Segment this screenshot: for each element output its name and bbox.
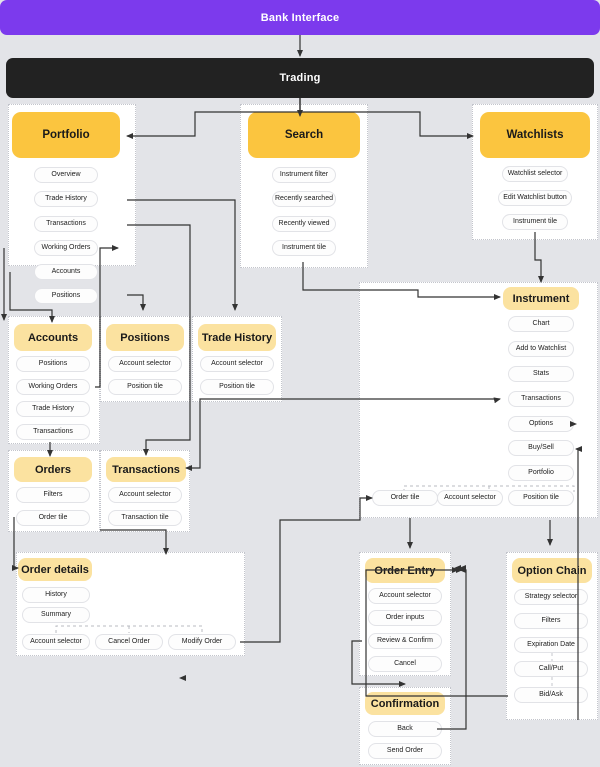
tile-order-details-account-selector[interactable]: Account selector bbox=[22, 634, 90, 650]
tile-transactions-account-selector[interactable]: Account selector bbox=[108, 487, 182, 503]
node-confirmation[interactable]: Confirmation bbox=[365, 692, 445, 715]
tile-instrument-stats[interactable]: Stats bbox=[508, 366, 574, 382]
node-orders[interactable]: Orders bbox=[14, 457, 92, 482]
tile-order-entry-cancel[interactable]: Cancel bbox=[368, 656, 442, 672]
node-accounts[interactable]: Accounts bbox=[14, 324, 92, 351]
tile-trade-history-position-tile[interactable]: Position tile bbox=[200, 379, 274, 395]
tile-instrument-order-tile[interactable]: Order tile bbox=[372, 490, 438, 506]
tile-orders-filters[interactable]: Filters bbox=[16, 487, 90, 503]
tile-instrument-add-to-watchlist[interactable]: Add to Watchlist bbox=[508, 341, 574, 357]
tile-portfolio-overview[interactable]: Overview bbox=[34, 167, 98, 183]
node-watchlists[interactable]: Watchlists bbox=[480, 112, 590, 158]
tile-portfolio-working-orders[interactable]: Working Orders bbox=[34, 240, 98, 256]
root-banner-bank-interface[interactable]: Bank Interface bbox=[0, 0, 600, 35]
option-chain-dashed-connectors bbox=[551, 653, 553, 687]
tile-accounts-transactions[interactable]: Transactions bbox=[16, 424, 90, 440]
node-transactions[interactable]: Transactions bbox=[106, 457, 186, 482]
tile-watchlists-instrument-tile[interactable]: Instrument tile bbox=[502, 214, 568, 230]
tile-positions-account-selector[interactable]: Account selector bbox=[108, 356, 182, 372]
tile-portfolio-accounts[interactable]: Accounts bbox=[34, 264, 98, 280]
tile-search-instrument-tile[interactable]: Instrument tile bbox=[272, 240, 336, 256]
tile-option-chain-filters[interactable]: Filters bbox=[514, 613, 588, 629]
tile-watchlists-selector[interactable]: Watchlist selector bbox=[502, 166, 568, 182]
tile-order-entry-account-selector[interactable]: Account selector bbox=[368, 588, 442, 604]
node-search[interactable]: Search bbox=[248, 112, 360, 158]
tile-accounts-working-orders[interactable]: Working Orders bbox=[16, 379, 90, 395]
tile-accounts-positions[interactable]: Positions bbox=[16, 356, 90, 372]
tile-order-entry-review-confirm[interactable]: Review & Confirm bbox=[368, 633, 442, 649]
tile-instrument-transactions[interactable]: Transactions bbox=[508, 391, 574, 407]
node-positions[interactable]: Positions bbox=[106, 324, 184, 351]
tile-instrument-chart[interactable]: Chart bbox=[508, 316, 574, 332]
node-option-chain[interactable]: Option Chain bbox=[512, 558, 592, 583]
tile-order-details-history[interactable]: History bbox=[22, 587, 90, 603]
tile-portfolio-transactions[interactable]: Transactions bbox=[34, 216, 98, 232]
tile-order-details-summary[interactable]: Summary bbox=[22, 607, 90, 623]
tile-instrument-account-selector[interactable]: Account selector bbox=[437, 490, 503, 506]
node-portfolio[interactable]: Portfolio bbox=[12, 112, 120, 158]
tile-search-recently-viewed[interactable]: Recently viewed bbox=[272, 216, 336, 232]
tile-instrument-position-tile[interactable]: Position tile bbox=[508, 490, 574, 506]
tile-confirmation-send-order[interactable]: Send Order bbox=[368, 743, 442, 759]
node-trade-history[interactable]: Trade History bbox=[198, 324, 276, 351]
tile-search-instrument-filter[interactable]: Instrument filter bbox=[272, 167, 336, 183]
tile-order-details-modify-order[interactable]: Modify Order bbox=[168, 634, 236, 650]
tile-option-chain-strategy-selector[interactable]: Strategy selector bbox=[514, 589, 588, 605]
tile-instrument-buy-sell[interactable]: Buy/Sell bbox=[508, 440, 574, 456]
tile-portfolio-positions[interactable]: Positions bbox=[34, 288, 98, 304]
tile-trade-history-account-selector[interactable]: Account selector bbox=[200, 356, 274, 372]
order-details-dashed-connector bbox=[55, 625, 203, 633]
tile-confirmation-back[interactable]: Back bbox=[368, 721, 442, 737]
tile-watchlists-edit-button[interactable]: Edit Watchlist button bbox=[498, 190, 572, 206]
node-order-entry[interactable]: Order Entry bbox=[365, 558, 445, 583]
tile-orders-order-tile[interactable]: Order tile bbox=[16, 510, 90, 526]
tile-option-chain-call-put[interactable]: Call/Put bbox=[514, 661, 588, 677]
node-order-details[interactable]: Order details bbox=[18, 558, 92, 581]
tile-transactions-transaction-tile[interactable]: Transaction tile bbox=[108, 510, 182, 526]
tile-instrument-portfolio[interactable]: Portfolio bbox=[508, 465, 574, 481]
tile-order-entry-order-inputs[interactable]: Order inputs bbox=[368, 610, 442, 626]
tile-portfolio-trade-history[interactable]: Trade History bbox=[34, 191, 98, 207]
sub-banner-trading[interactable]: Trading bbox=[6, 58, 594, 98]
instrument-bottom-dashed-connector bbox=[403, 485, 575, 492]
tile-option-chain-expiration-date[interactable]: Expiration Date bbox=[514, 637, 588, 653]
tile-option-chain-bid-ask[interactable]: Bid/Ask bbox=[514, 687, 588, 703]
node-instrument[interactable]: Instrument bbox=[503, 287, 579, 310]
tile-accounts-trade-history[interactable]: Trade History bbox=[16, 401, 90, 417]
tile-instrument-options[interactable]: Options bbox=[508, 416, 574, 432]
tile-search-recently-searched[interactable]: Recently searched bbox=[272, 191, 336, 207]
tile-positions-position-tile[interactable]: Position tile bbox=[108, 379, 182, 395]
tile-order-details-cancel-order[interactable]: Cancel Order bbox=[95, 634, 163, 650]
